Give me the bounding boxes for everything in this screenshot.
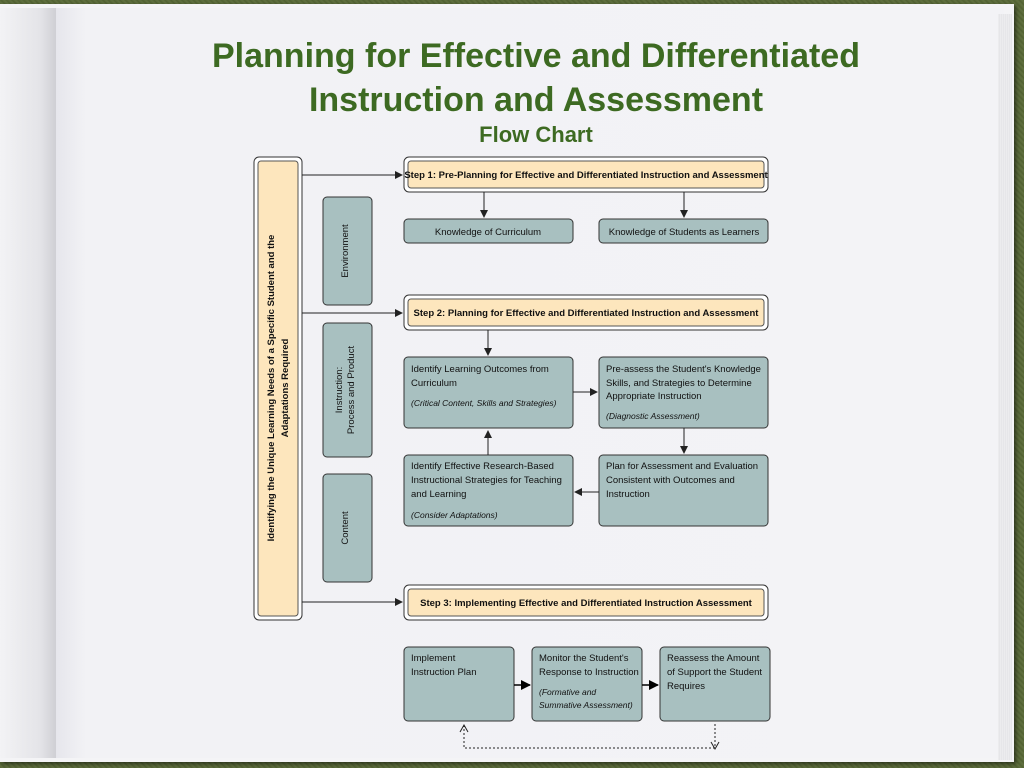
identify-outcomes-line2: Curriculum	[411, 378, 457, 389]
page-subtitle: Flow Chart	[479, 122, 593, 147]
box-knowledge-students: Knowledge of Students as Learners	[598, 218, 769, 244]
identify-strategies-line1: Identify Effective Research-Based	[411, 461, 554, 472]
plan-assessment-line1: Plan for Assessment and Evaluation	[606, 461, 758, 472]
step1-label: Step 1: Pre-Planning for Effective and D…	[404, 170, 768, 181]
identify-strategies-note: (Consider Adaptations)	[411, 510, 498, 520]
reassess-line1: Reassess the Amount	[667, 653, 760, 664]
identify-outcomes-line1: Identify Learning Outcomes from	[411, 364, 549, 375]
environment-label: Environment	[340, 224, 351, 278]
knowledge-students-label: Knowledge of Students as Learners	[609, 227, 760, 238]
monitor-note-line2: Summative Assessment)	[539, 700, 633, 710]
page-edges	[998, 14, 1012, 760]
reassess-line2: of Support the Student	[667, 667, 762, 678]
feedback-loop	[459, 723, 720, 751]
box-reassess: Reassess the Amount of Support the Stude…	[659, 646, 771, 722]
step3-label: Step 3: Implementing Effective and Diffe…	[420, 598, 753, 609]
preassess-note: (Diagnostic Assessment)	[606, 411, 700, 421]
side-box-instruction: Instruction: Process and Product	[322, 322, 373, 458]
title-block: Planning for Effective and Differentiate…	[56, 34, 1016, 148]
side-box-environment: Environment	[322, 196, 373, 306]
step3-box: Step 3: Implementing Effective and Diffe…	[403, 584, 769, 621]
preassess-line2: Skills, and Strategies to Determine	[606, 378, 752, 389]
identify-strategies-line3: and Learning	[411, 489, 466, 500]
monitor-line2: Response to Instruction	[539, 667, 639, 678]
implement-line1: Implement	[411, 653, 456, 664]
knowledge-curriculum-label: Knowledge of Curriculum	[435, 227, 541, 238]
identify-outcomes-note: (Critical Content, Skills and Strategies…	[411, 398, 557, 408]
preassess-line3: Appropriate Instruction	[606, 391, 702, 402]
step2-box: Step 2: Planning for Effective and Diffe…	[403, 294, 769, 331]
monitor-note-line1: (Formative and	[539, 687, 596, 697]
box-identify-strategies: Identify Effective Research-Based Instru…	[403, 454, 574, 527]
monitor-line1: Monitor the Student's	[539, 653, 629, 664]
step1-box: Step 1: Pre-Planning for Effective and D…	[403, 156, 769, 193]
left-bar-label-line1: Identifying the Unique Learning Needs of…	[266, 235, 277, 542]
reassess-line3: Requires	[667, 681, 705, 692]
box-monitor: Monitor the Student's Response to Instru…	[531, 646, 643, 722]
book-spine-page	[0, 8, 56, 758]
page-title-line1: Planning for Effective and Differentiate…	[212, 37, 860, 75]
box-preassess: Pre-assess the Student's Knowledge Skill…	[598, 356, 769, 429]
left-bar-label-line2: Adaptations Required	[280, 338, 291, 437]
box-knowledge-curriculum: Knowledge of Curriculum	[403, 218, 574, 244]
page-title-line2: Instruction and Assessment	[308, 81, 764, 119]
box-plan-assessment: Plan for Assessment and Evaluation Consi…	[598, 454, 769, 527]
plan-assessment-line3: Instruction	[606, 489, 650, 500]
identify-strategies-line2: Instructional Strategies for Teaching	[411, 475, 562, 486]
instruction-label-line1: Instruction:	[334, 367, 345, 413]
plan-assessment-line2: Consistent with Outcomes and	[606, 475, 735, 486]
instruction-label-line2: Process and Product	[346, 346, 357, 435]
content-label: Content	[340, 511, 351, 545]
left-bar: Identifying the Unique Learning Needs of…	[253, 156, 303, 621]
implement-line2: Instruction Plan	[411, 667, 476, 678]
side-box-content: Content	[322, 473, 373, 583]
box-identify-outcomes: Identify Learning Outcomes from Curricul…	[403, 356, 574, 429]
box-implement: Implement Instruction Plan	[403, 646, 515, 722]
preassess-line1: Pre-assess the Student's Knowledge	[606, 364, 761, 375]
step2-label: Step 2: Planning for Effective and Diffe…	[414, 308, 760, 319]
